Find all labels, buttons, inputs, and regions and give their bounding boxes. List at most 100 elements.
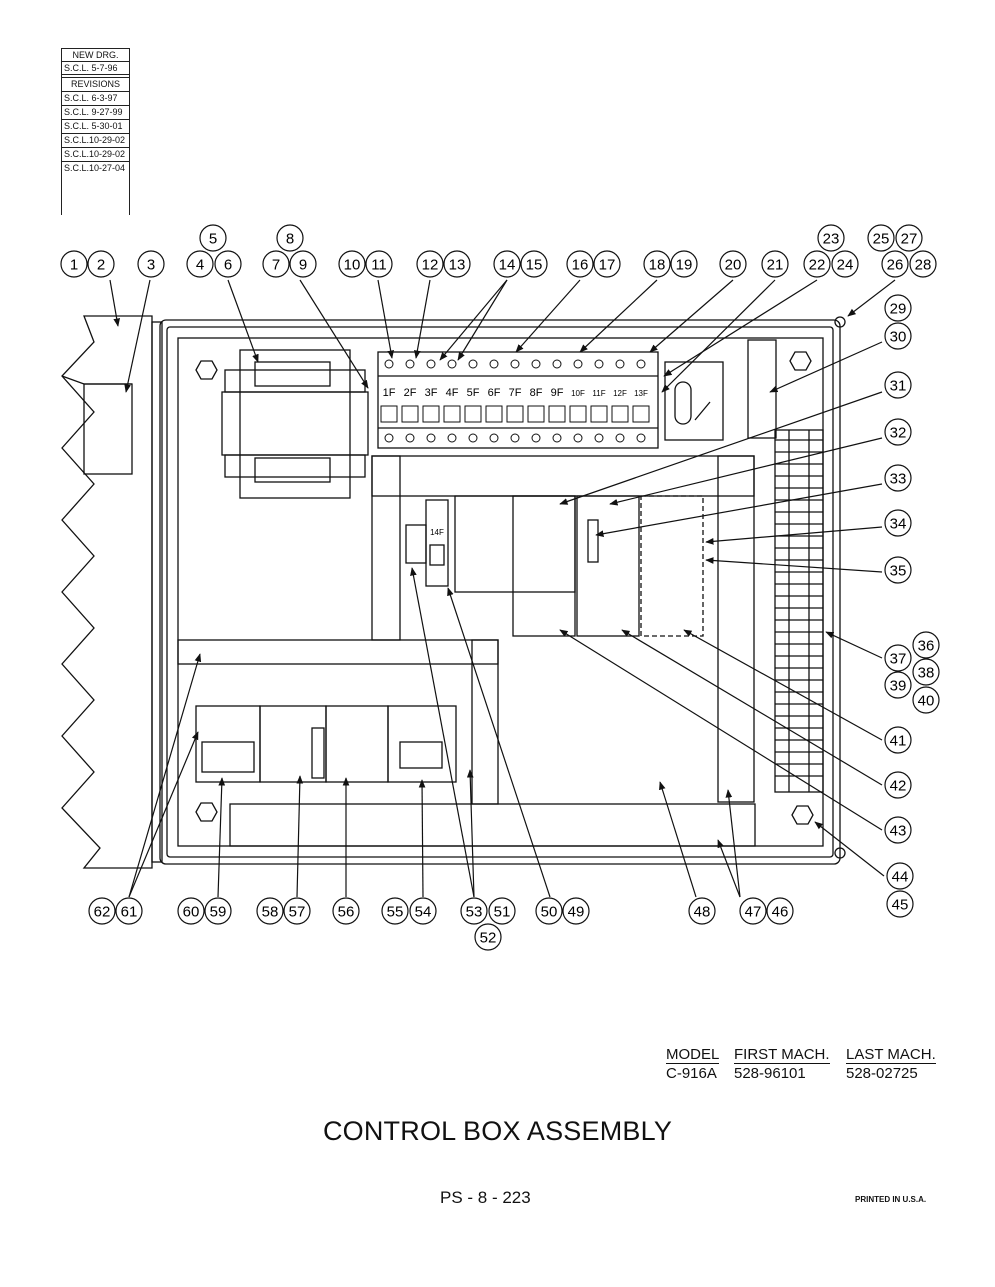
callout-61: 61 [115, 897, 143, 925]
fuse-terminal [426, 433, 436, 443]
callout-number: 26 [887, 257, 904, 274]
callout-number: 30 [890, 329, 907, 346]
callout-number: 8 [286, 231, 294, 248]
callout-number: 22 [809, 257, 826, 274]
fuse-label: 4F [446, 387, 459, 399]
fuse-window [527, 405, 545, 423]
callout-number: 16 [572, 257, 589, 274]
callout-12: 12 [416, 250, 444, 278]
callout-number: 62 [94, 904, 111, 921]
callout-number: 14 [499, 257, 516, 274]
last-mach-header: LAST MACH. [846, 1046, 936, 1064]
callout-number: 38 [918, 665, 935, 682]
fuse-terminal [447, 359, 457, 369]
enclosure-screw [834, 847, 846, 859]
fuse-14-label-group: 14F [430, 528, 444, 537]
callout-number: 60 [183, 904, 200, 921]
callout-circle [761, 250, 789, 278]
callout-23: 23 [817, 224, 845, 252]
callout-circle [262, 250, 290, 278]
fuse-terminal [489, 433, 499, 443]
callout-circle [365, 250, 393, 278]
callout-8: 8 [276, 224, 304, 252]
fuse-terminal [447, 433, 457, 443]
leader-line [649, 279, 734, 353]
fuse-terminal [594, 359, 604, 369]
callout-31: 31 [884, 371, 912, 399]
callout-circle [884, 371, 912, 399]
callout-circle [803, 250, 831, 278]
callout-circle [886, 862, 914, 890]
callout-15: 15 [520, 250, 548, 278]
leader-line [825, 631, 883, 659]
revision-entry: S.C.L. 9-27-99 [61, 105, 130, 119]
callout-24: 24 [831, 250, 859, 278]
fuse-terminal [573, 433, 583, 443]
fuse-terminal [468, 433, 478, 443]
revision-entry: S.C.L. 5-30-01 [61, 119, 130, 133]
fuse-window [485, 405, 503, 423]
callout-48: 48 [688, 897, 716, 925]
callout-38: 38 [912, 658, 940, 686]
callout-circle [204, 897, 232, 925]
callout-25: 25 [867, 224, 895, 252]
switch-block [664, 361, 724, 441]
callout-42: 42 [884, 771, 912, 799]
callout-number: 15 [526, 257, 543, 274]
leader-line [377, 279, 394, 359]
callout-4: 4 [186, 250, 214, 278]
callout-circle [670, 250, 698, 278]
fuse-window [401, 405, 419, 423]
leader-line [609, 437, 883, 506]
leader-line [559, 629, 883, 831]
leader-line [769, 341, 883, 393]
leader-line [227, 279, 259, 363]
callout-40: 40 [912, 686, 940, 714]
fuse-terminal [636, 359, 646, 369]
callout-58: 58 [256, 897, 284, 925]
callout-number: 6 [224, 257, 232, 274]
callout-number: 7 [272, 257, 280, 274]
callout-number: 27 [901, 231, 918, 248]
callout-number: 40 [918, 693, 935, 710]
callout-30: 30 [884, 322, 912, 350]
leader-line [725, 789, 741, 898]
callout-13: 13 [443, 250, 471, 278]
callout-number: 50 [541, 904, 558, 921]
callout-circle [416, 250, 444, 278]
callout-circle [884, 322, 912, 350]
leader-line [814, 821, 885, 877]
callout-number: 41 [890, 733, 907, 750]
fuse-terminal [636, 433, 646, 443]
callout-41: 41 [884, 726, 912, 754]
callout-circle [137, 250, 165, 278]
callout-circle [199, 224, 227, 252]
callout-9: 9 [289, 250, 317, 278]
leader-line [705, 526, 883, 545]
leader-line [847, 279, 896, 317]
last-mach-value: 528-02725 [846, 1065, 918, 1082]
callout-number: 3 [147, 257, 155, 274]
contactor-assembly [195, 705, 457, 783]
callout-number: 23 [823, 231, 840, 248]
callout-number: 43 [890, 823, 907, 840]
callout-number: 31 [890, 378, 907, 395]
door-panel [61, 315, 153, 869]
callout-50: 50 [535, 897, 563, 925]
terminal-strip [747, 339, 777, 439]
fuse-terminal [489, 359, 499, 369]
new-drg-entry: S.C.L. 5-7-96 [61, 61, 130, 74]
callout-number: 1 [70, 257, 78, 274]
fuse-label: 2F [404, 387, 417, 399]
callout-number: 47 [745, 904, 762, 921]
callout-number: 36 [918, 638, 935, 655]
callout-37: 37 [884, 644, 912, 672]
callout-circle [884, 294, 912, 322]
fuse-label: 12F [613, 389, 627, 398]
callout-circle [884, 509, 912, 537]
callout-10: 10 [338, 250, 366, 278]
fuse-terminal [594, 433, 604, 443]
callout-32: 32 [884, 418, 912, 446]
callout-number: 25 [873, 231, 890, 248]
callout-circle [283, 897, 311, 925]
